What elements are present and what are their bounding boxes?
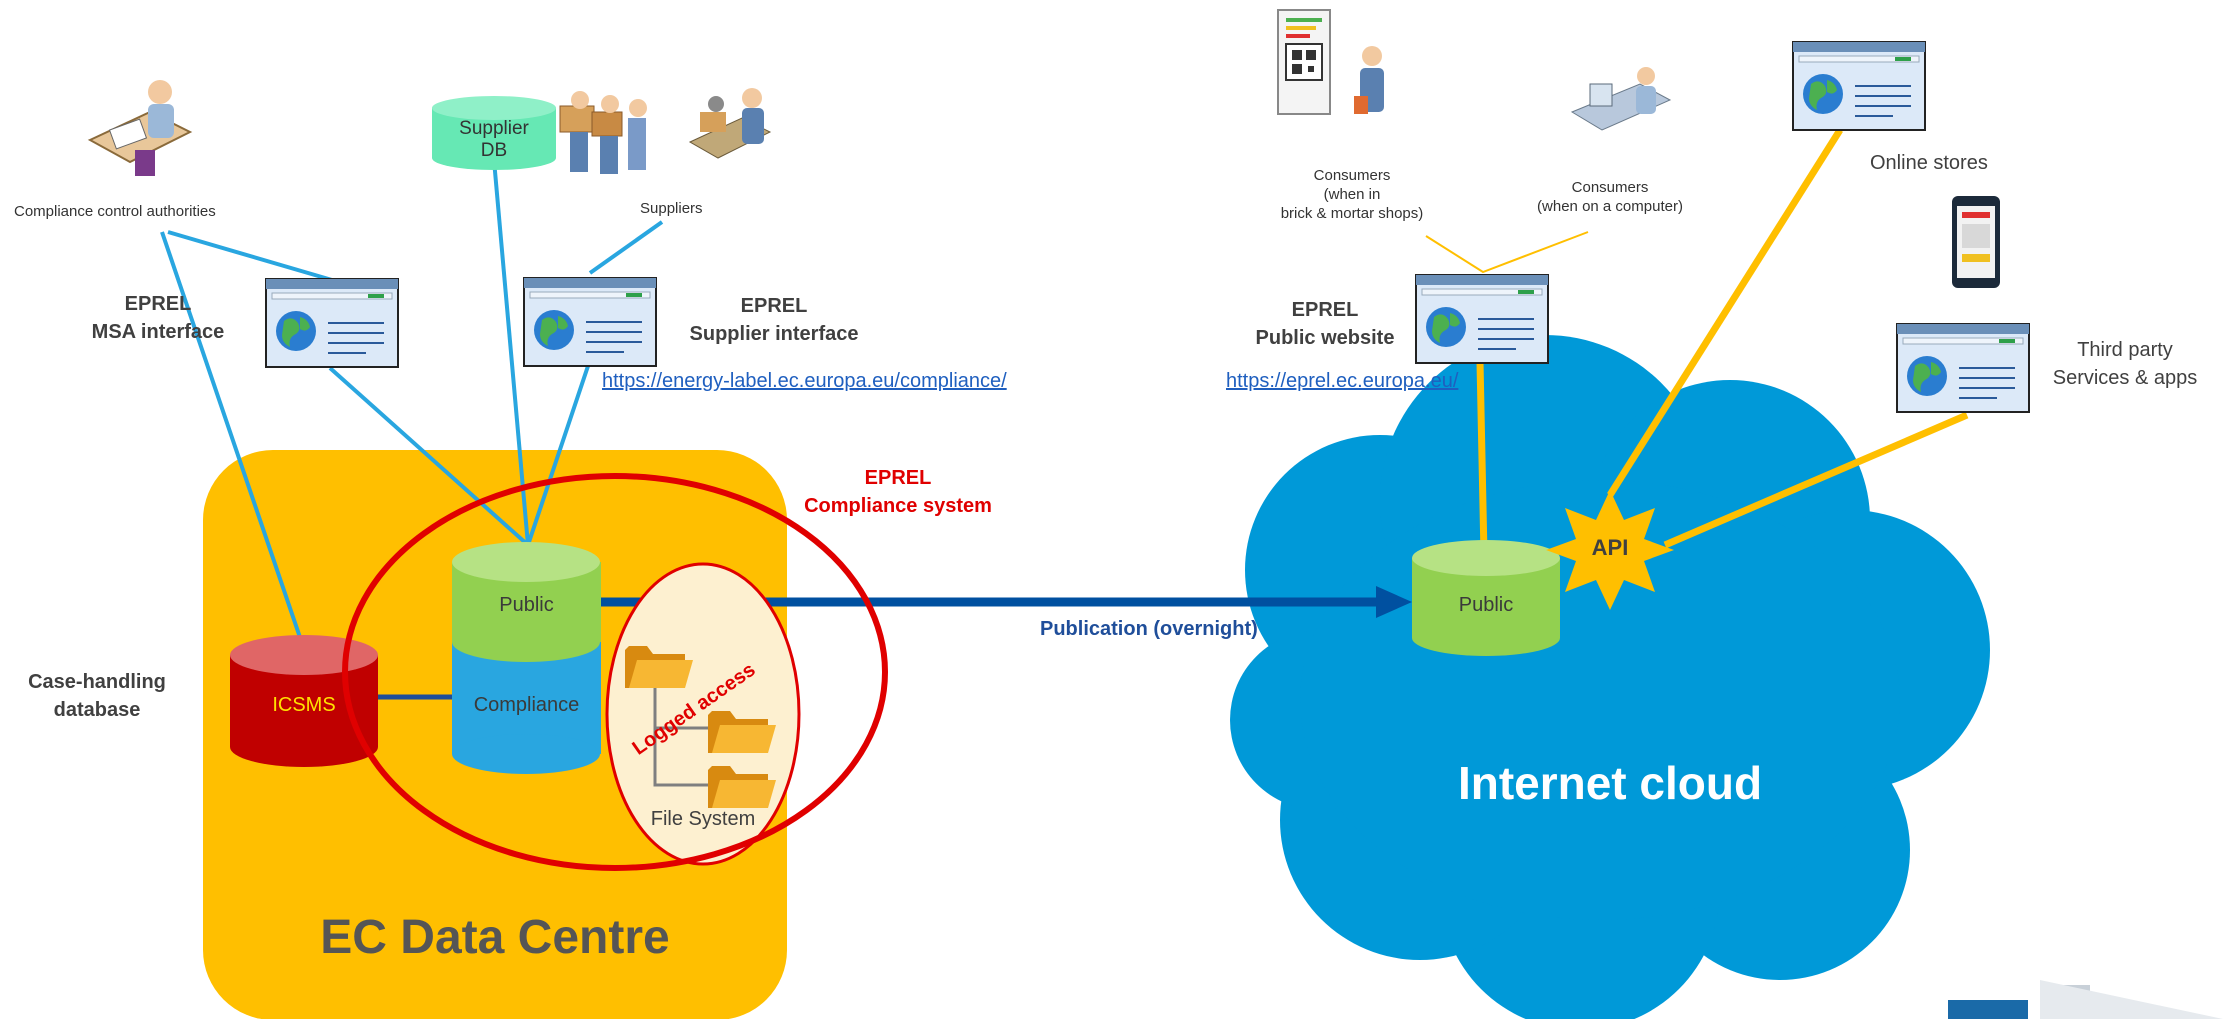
third-party-line2: Services & apps bbox=[2052, 367, 2198, 389]
public-database-cloud bbox=[1412, 540, 1560, 656]
public-site-line2: Public website bbox=[1255, 327, 1395, 349]
file-system-label: File System bbox=[650, 808, 756, 830]
person-with-label-icon bbox=[1277, 9, 1384, 115]
third-party-label: Third party Services & apps bbox=[2040, 336, 2210, 392]
browser-window-globe-icon bbox=[1415, 274, 1549, 364]
office-worker-icon bbox=[87, 80, 193, 176]
case-line2: database bbox=[53, 699, 141, 721]
supplier-db-line2: DB bbox=[480, 140, 508, 161]
third-party-line1: Third party bbox=[2077, 339, 2173, 361]
compliance-db-label: Compliance bbox=[473, 694, 580, 716]
mobile-phone-icon bbox=[1952, 196, 2000, 288]
compliance-sys-line1: EPREL bbox=[864, 467, 932, 489]
corner-logo-mark bbox=[1948, 980, 2223, 1019]
online-stores-label: Online stores bbox=[1870, 152, 1988, 174]
people-with-boxes-icon bbox=[559, 91, 647, 174]
browser-window-globe-icon bbox=[523, 277, 657, 367]
public-website-link[interactable]: https://eprel.ec.europa.eu/ bbox=[1226, 370, 1459, 392]
factory-worker-icon bbox=[688, 88, 772, 159]
internet-cloud-label: Internet cloud bbox=[1457, 757, 1763, 809]
consumers-shop-label: Consumers (when in brick & mortar shops) bbox=[1252, 166, 1452, 223]
eprel-database bbox=[452, 542, 601, 774]
consumers-computer-line2: (when on a computer) bbox=[1537, 198, 1683, 215]
msa-interface-label: EPREL MSA interface bbox=[78, 290, 238, 346]
public-connections bbox=[1476, 128, 1969, 556]
supplier-interface-link[interactable]: https://energy-label.ec.europa.eu/compli… bbox=[602, 370, 1007, 392]
browser-window-globe-icon bbox=[265, 278, 399, 368]
compliance-system-ring bbox=[342, 473, 888, 871]
msa-connections bbox=[160, 159, 664, 659]
consumers-shop-line2: (when in bbox=[1323, 186, 1381, 203]
publication-label: Publication (overnight) bbox=[1040, 618, 1258, 640]
case-handling-label: Case-handling database bbox=[18, 668, 176, 724]
supplier-db-label: Supplier DB bbox=[440, 118, 548, 162]
msa-line1: EPREL bbox=[124, 293, 192, 315]
supplier-db bbox=[432, 96, 556, 170]
compliance-sys-line2: Compliance system bbox=[804, 495, 992, 517]
case-line1: Case-handling bbox=[28, 671, 166, 693]
consumers-shop-line3: brick & mortar shops) bbox=[1280, 205, 1424, 222]
cloud-public-db-label: Public bbox=[1458, 594, 1514, 616]
msa-line2: MSA interface bbox=[91, 321, 225, 343]
data-centre-label: EC Data Centre bbox=[320, 911, 670, 964]
consumers-shop-line1: Consumers bbox=[1313, 167, 1391, 184]
supplier-if-line1: EPREL bbox=[740, 295, 808, 317]
icsms-database bbox=[230, 635, 378, 767]
compliance-system-label: EPREL Compliance system bbox=[780, 464, 1016, 520]
suppliers-label: Suppliers bbox=[640, 200, 703, 217]
internet-cloud-shape bbox=[1230, 335, 1990, 1019]
supplier-if-line2: Supplier interface bbox=[689, 323, 859, 345]
consumers-computer-line1: Consumers bbox=[1571, 179, 1649, 196]
public-site-line1: EPREL bbox=[1291, 299, 1359, 321]
public-website-label: EPREL Public website bbox=[1240, 296, 1410, 352]
folder-tree-lines bbox=[653, 680, 710, 787]
icsms-label: ICSMS bbox=[272, 694, 336, 716]
publication-arrowhead bbox=[1376, 586, 1412, 618]
compliance-authorities-label: Compliance control authorities bbox=[14, 203, 216, 220]
supplier-db-line1: Supplier bbox=[459, 118, 529, 139]
api-label: API bbox=[1591, 535, 1629, 560]
api-badge bbox=[1546, 490, 1674, 610]
public-db-label: Public bbox=[499, 594, 554, 616]
consumer-connectors bbox=[1425, 231, 1589, 274]
supplier-interface-label: EPREL Supplier interface bbox=[674, 292, 874, 348]
consumers-computer-label: Consumers (when on a computer) bbox=[1510, 178, 1710, 216]
browser-window-globe-icon bbox=[1792, 41, 1926, 131]
person-at-computer-icon bbox=[1570, 67, 1672, 131]
browser-window-globe-icon bbox=[1896, 323, 2030, 413]
